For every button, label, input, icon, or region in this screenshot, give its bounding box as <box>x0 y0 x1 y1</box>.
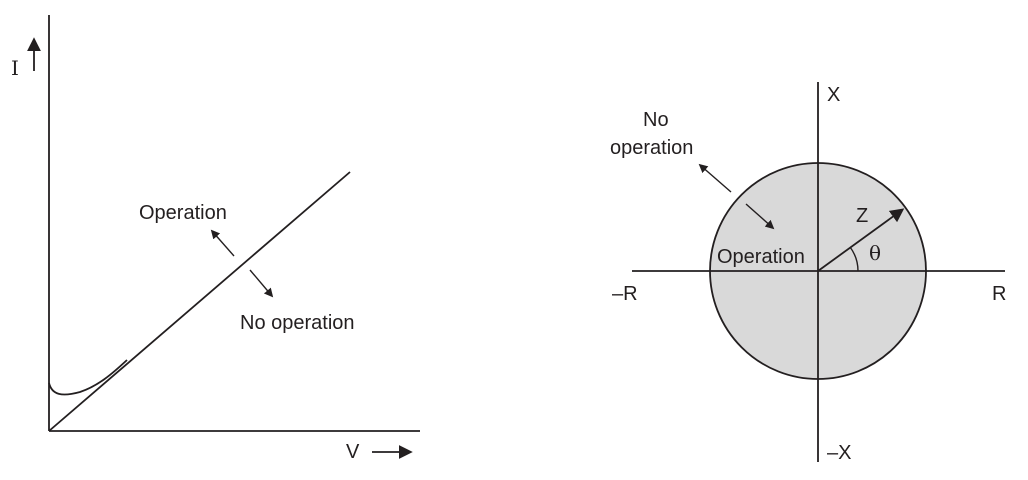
r-negative-label: –R <box>612 283 638 305</box>
operation-region-label: Operation <box>139 202 227 224</box>
impedance-vector-label: Z <box>856 205 868 227</box>
operation-region-label-2: Operation <box>717 246 805 268</box>
angle-arc <box>849 246 859 272</box>
impedance-vector-arrow-icon <box>817 208 905 272</box>
relay-characteristic-curve <box>48 359 128 396</box>
no-operation-direction-arrow-icon-2 <box>698 163 732 193</box>
operation-direction-arrow-icon-2 <box>745 203 775 230</box>
r-positive-label: R <box>992 283 1006 305</box>
current-axis-label: I <box>11 56 19 80</box>
impedance-plane-diagram: X –X –R R Z θ No operation Operation <box>610 82 1006 464</box>
no-operation-region-label: No operation <box>240 312 355 334</box>
voltage-axis-label: V <box>346 441 360 463</box>
no-operation-label-line2: operation <box>610 137 693 159</box>
x-positive-label: X <box>827 84 840 106</box>
operation-direction-arrow-icon <box>210 229 235 257</box>
no-operation-direction-arrow-icon <box>249 269 274 298</box>
no-operation-label-line1: No <box>643 109 669 131</box>
angle-label: θ <box>869 241 881 265</box>
threshold-line <box>48 171 351 432</box>
x-negative-label: –X <box>827 442 851 464</box>
iv-characteristic-diagram: I V Operation No operation <box>11 15 420 463</box>
